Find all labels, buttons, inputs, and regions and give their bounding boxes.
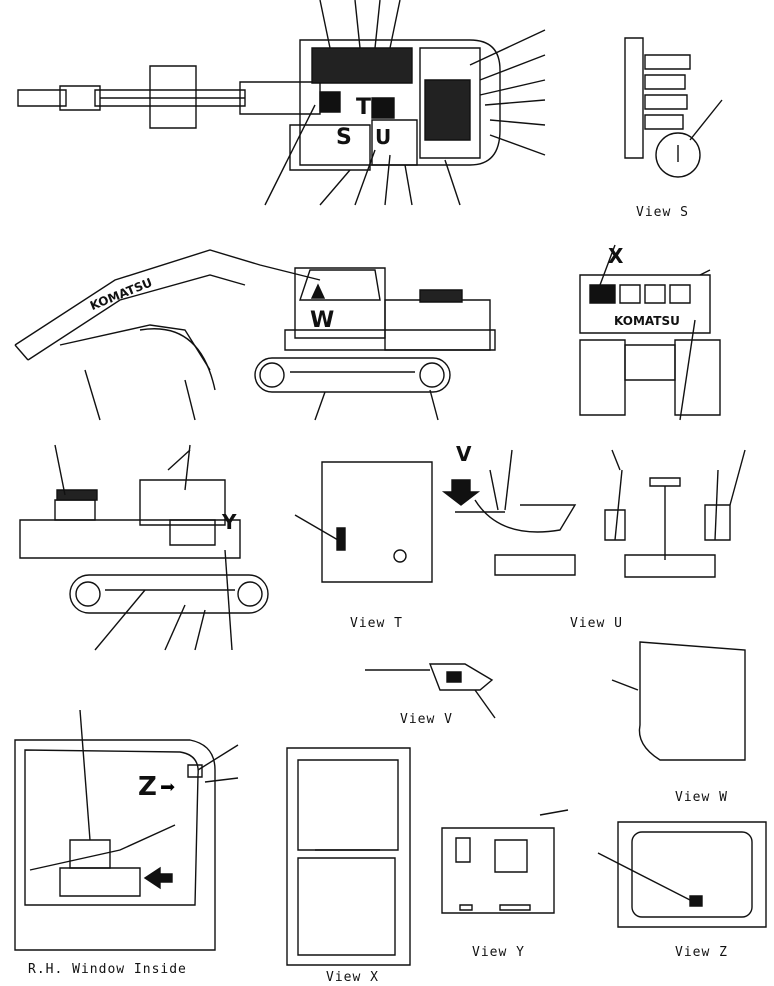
letter-s: S bbox=[336, 125, 352, 150]
view-x-drawing bbox=[287, 748, 410, 965]
letter-w: W bbox=[310, 308, 335, 333]
caption-view-y: View Y bbox=[472, 945, 525, 960]
caption-view-z: View Z bbox=[675, 945, 728, 960]
view-u-drawing bbox=[444, 450, 745, 577]
view-s-drawing bbox=[625, 38, 722, 177]
caption-view-t: View T bbox=[350, 616, 403, 631]
letter-z: Z bbox=[138, 772, 157, 802]
top-plan-view bbox=[18, 0, 545, 205]
caption-view-x: View X bbox=[326, 970, 379, 985]
rh-window-drawing bbox=[15, 710, 238, 950]
side-view-machine bbox=[15, 250, 495, 420]
view-v-drawing bbox=[365, 664, 495, 718]
letter-t: T bbox=[356, 95, 372, 120]
arrow-right-icon: ➡ bbox=[160, 773, 176, 803]
view-z-drawing bbox=[598, 822, 766, 927]
brand-label-rear: KOMATSU bbox=[614, 314, 680, 328]
side-view-rear bbox=[20, 445, 268, 650]
caption-view-v: View V bbox=[400, 712, 453, 727]
rear-view-machine bbox=[580, 245, 720, 420]
caption-view-u: View U bbox=[570, 616, 623, 631]
caption-rh-window-inside: R.H. Window Inside bbox=[28, 962, 187, 977]
letter-v: V bbox=[456, 442, 472, 466]
caption-view-s: View S bbox=[636, 205, 689, 220]
letter-x: X bbox=[608, 244, 624, 268]
letter-y: Y bbox=[222, 510, 237, 534]
view-t-drawing bbox=[295, 462, 432, 582]
view-w-drawing bbox=[612, 642, 745, 760]
letter-u: U bbox=[375, 125, 392, 149]
caption-view-w: View W bbox=[675, 790, 728, 805]
view-y-drawing bbox=[442, 810, 568, 913]
